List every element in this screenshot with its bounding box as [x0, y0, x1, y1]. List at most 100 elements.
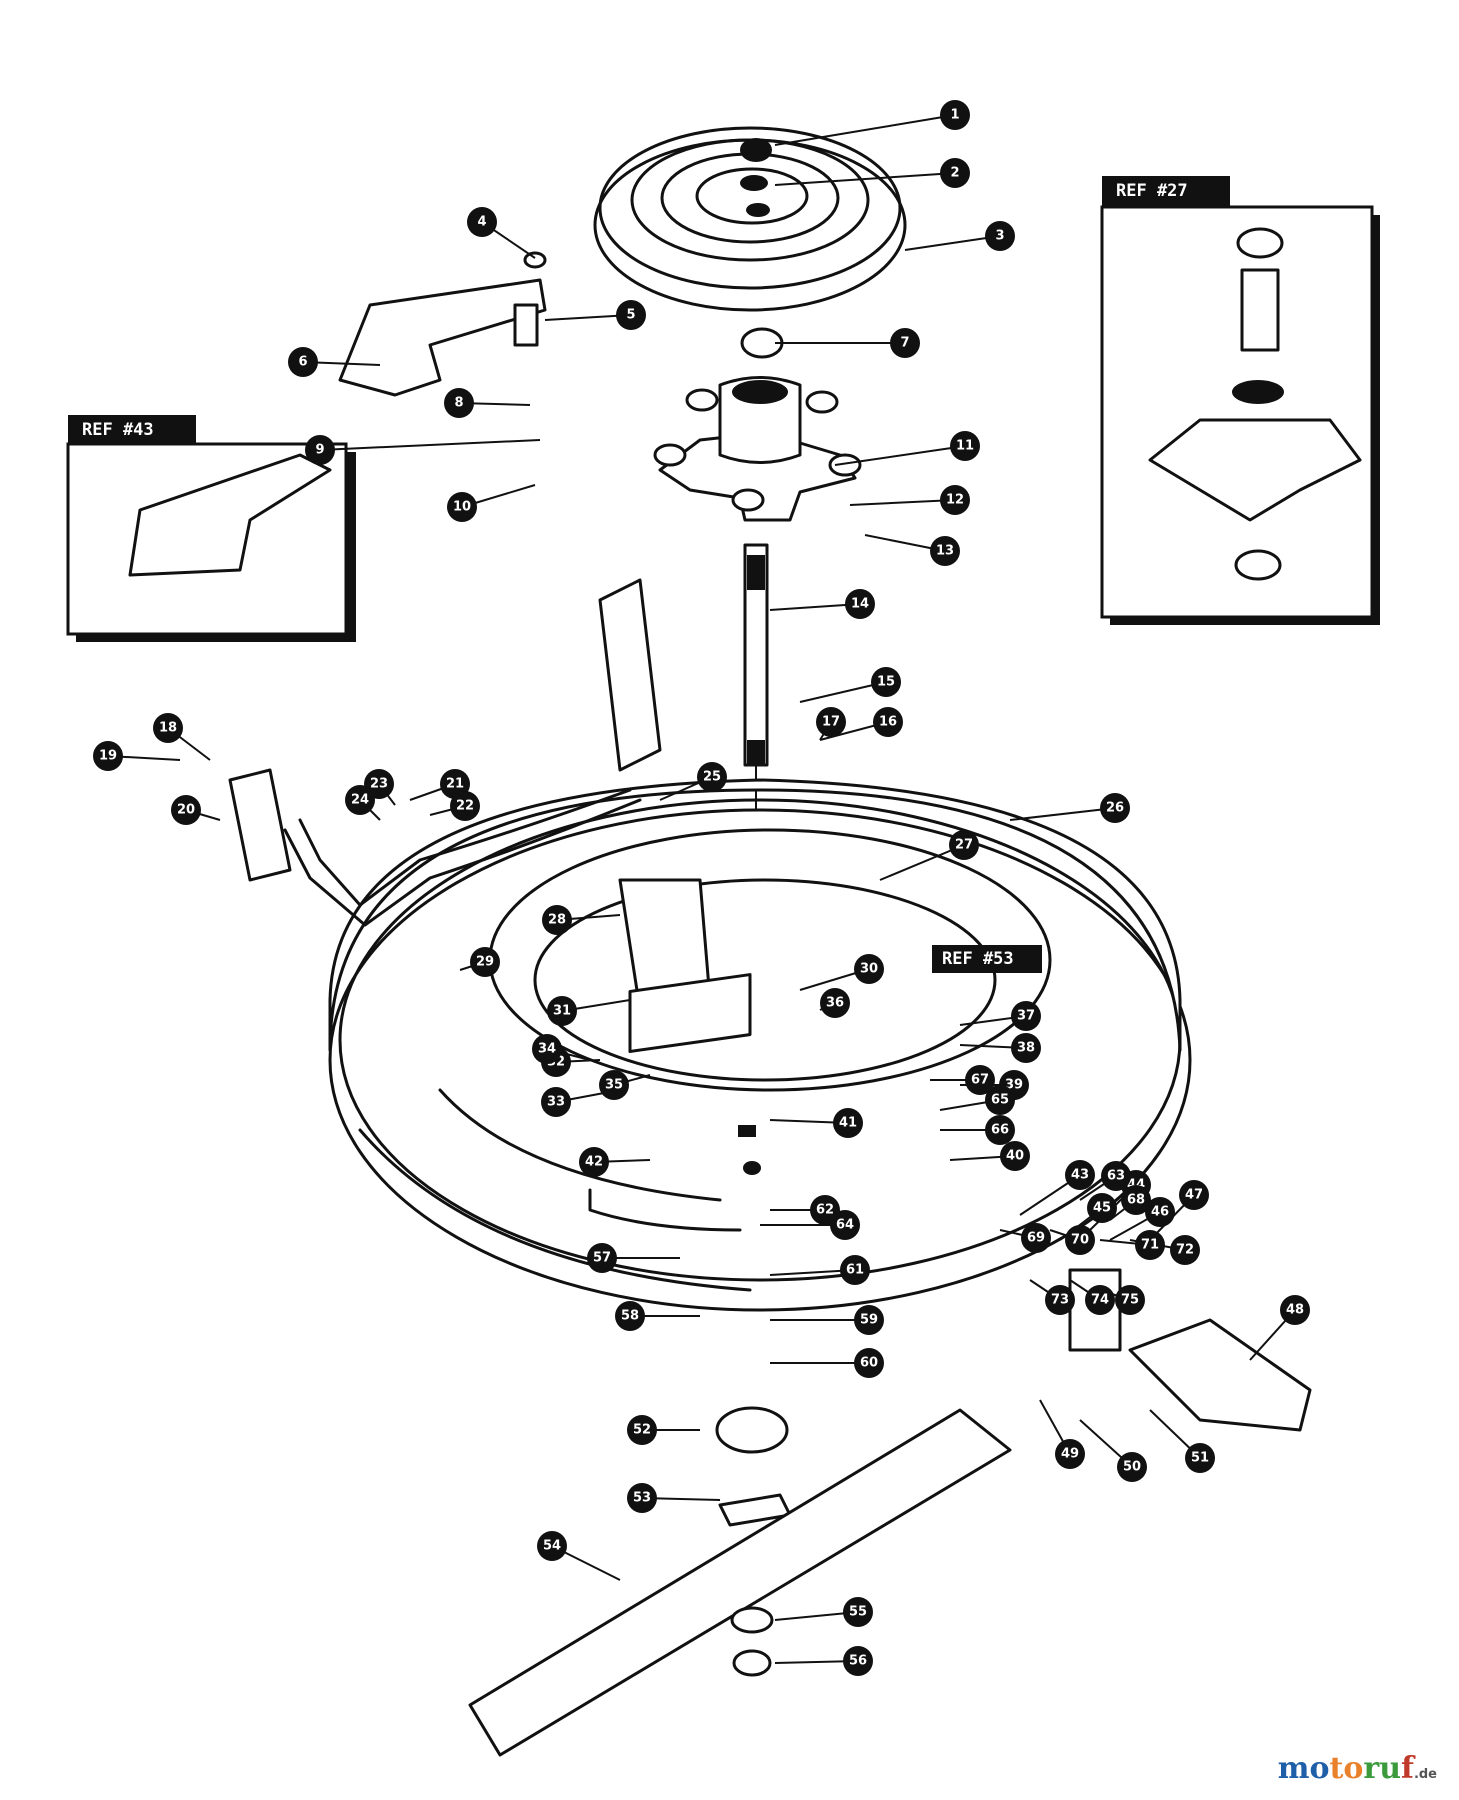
callout-56[interactable]: 56: [843, 1646, 873, 1676]
callout-circle: [940, 158, 970, 188]
callout-number: 49: [1061, 1447, 1079, 1462]
callout-number: 30: [860, 962, 878, 977]
callout-number: 20: [177, 803, 195, 818]
callout-46[interactable]: 46: [1145, 1197, 1175, 1227]
callout-6[interactable]: 6: [288, 347, 318, 377]
callout-circle: [985, 221, 1015, 251]
callout-50[interactable]: 50: [1117, 1452, 1147, 1482]
callout-18[interactable]: 18: [153, 713, 183, 743]
callout-31[interactable]: 31: [547, 996, 577, 1026]
callout-4[interactable]: 4: [467, 207, 497, 237]
callout-57[interactable]: 57: [587, 1243, 617, 1273]
ref-label-43: REF #43: [82, 420, 154, 440]
callout-leader-26: [1009, 807, 1116, 821]
callout-74[interactable]: 74: [1085, 1285, 1115, 1315]
callout-45[interactable]: 45: [1087, 1193, 1117, 1223]
callout-48[interactable]: 48: [1280, 1295, 1310, 1325]
callout-71[interactable]: 71: [1135, 1230, 1165, 1260]
callout-leader-9: [319, 439, 541, 451]
callout-circle: [1185, 1443, 1215, 1473]
callout-number: 34: [538, 1042, 556, 1057]
callout-51[interactable]: 51: [1185, 1443, 1215, 1473]
callout-number: 17: [822, 715, 840, 730]
callout-27[interactable]: 27: [949, 830, 979, 860]
callout-number: 58: [621, 1309, 639, 1324]
callout-number: 73: [1051, 1293, 1069, 1308]
callout-29[interactable]: 29: [470, 947, 500, 977]
callout-20[interactable]: 20: [171, 795, 201, 825]
callout-35[interactable]: 35: [599, 1070, 629, 1100]
callout-72[interactable]: 72: [1170, 1235, 1200, 1265]
callout-circle: [871, 667, 901, 697]
callout-19[interactable]: 19: [93, 741, 123, 771]
callout-73[interactable]: 73: [1045, 1285, 1075, 1315]
callout-5[interactable]: 5: [616, 300, 646, 330]
callout-number: 45: [1093, 1201, 1111, 1216]
callout-circle: [697, 762, 727, 792]
callout-number: 35: [605, 1078, 623, 1093]
callout-number: 59: [860, 1313, 878, 1328]
callout-number: 36: [826, 996, 844, 1011]
callout-8[interactable]: 8: [444, 388, 474, 418]
callout-37[interactable]: 37: [1011, 1001, 1041, 1031]
callout-number: 54: [543, 1539, 561, 1554]
callout-number: 6: [298, 355, 307, 370]
callout-33[interactable]: 33: [541, 1087, 571, 1117]
callout-7[interactable]: 7: [890, 328, 920, 358]
callout-68[interactable]: 68: [1121, 1185, 1151, 1215]
callout-26[interactable]: 26: [1100, 793, 1130, 823]
callout-10[interactable]: 10: [447, 492, 477, 522]
callout-67[interactable]: 67: [965, 1065, 995, 1095]
callout-14[interactable]: 14: [845, 589, 875, 619]
callout-53[interactable]: 53: [627, 1483, 657, 1513]
callout-49[interactable]: 49: [1055, 1439, 1085, 1469]
callout-63[interactable]: 63: [1101, 1161, 1131, 1191]
callout-24[interactable]: 24: [345, 785, 375, 815]
callout-54[interactable]: 54: [537, 1531, 567, 1561]
callout-number: 53: [633, 1491, 651, 1506]
callout-9[interactable]: 9: [305, 435, 335, 465]
callout-58[interactable]: 58: [615, 1301, 645, 1331]
callout-13[interactable]: 13: [930, 536, 960, 566]
callout-circle: [816, 707, 846, 737]
callout-65[interactable]: 65: [985, 1085, 1015, 1115]
callout-66[interactable]: 66: [985, 1115, 1015, 1145]
callout-61[interactable]: 61: [840, 1255, 870, 1285]
callout-11[interactable]: 11: [950, 431, 980, 461]
callout-64[interactable]: 64: [830, 1210, 860, 1240]
callout-30[interactable]: 30: [854, 954, 884, 984]
callout-70[interactable]: 70: [1065, 1225, 1095, 1255]
callout-number: 66: [991, 1123, 1009, 1138]
callout-41[interactable]: 41: [833, 1108, 863, 1138]
callout-28[interactable]: 28: [542, 905, 572, 935]
callout-40[interactable]: 40: [1000, 1141, 1030, 1171]
callout-43[interactable]: 43: [1065, 1160, 1095, 1190]
callout-69[interactable]: 69: [1021, 1223, 1051, 1253]
callout-number: 28: [548, 913, 566, 928]
callout-number: 61: [846, 1263, 864, 1278]
callout-34[interactable]: 34: [532, 1034, 562, 1064]
callout-3[interactable]: 3: [985, 221, 1015, 251]
callout-59[interactable]: 59: [854, 1305, 884, 1335]
callout-16[interactable]: 16: [873, 707, 903, 737]
callout-17[interactable]: 17: [816, 707, 846, 737]
callout-1[interactable]: 1: [940, 100, 970, 130]
callout-2[interactable]: 2: [940, 158, 970, 188]
callout-12[interactable]: 12: [940, 485, 970, 515]
callout-number: 55: [849, 1605, 867, 1620]
callout-15[interactable]: 15: [871, 667, 901, 697]
callout-75[interactable]: 75: [1115, 1285, 1145, 1315]
callout-22[interactable]: 22: [450, 791, 480, 821]
callout-number: 26: [1106, 801, 1124, 816]
callout-circle: [985, 1085, 1015, 1115]
callout-60[interactable]: 60: [854, 1348, 884, 1378]
callout-42[interactable]: 42: [579, 1147, 609, 1177]
callout-38[interactable]: 38: [1011, 1033, 1041, 1063]
callout-36[interactable]: 36: [820, 988, 850, 1018]
callout-leader-11: [834, 445, 966, 466]
callout-52[interactable]: 52: [627, 1415, 657, 1445]
callout-25[interactable]: 25: [697, 762, 727, 792]
callout-47[interactable]: 47: [1179, 1180, 1209, 1210]
callout-55[interactable]: 55: [843, 1597, 873, 1627]
